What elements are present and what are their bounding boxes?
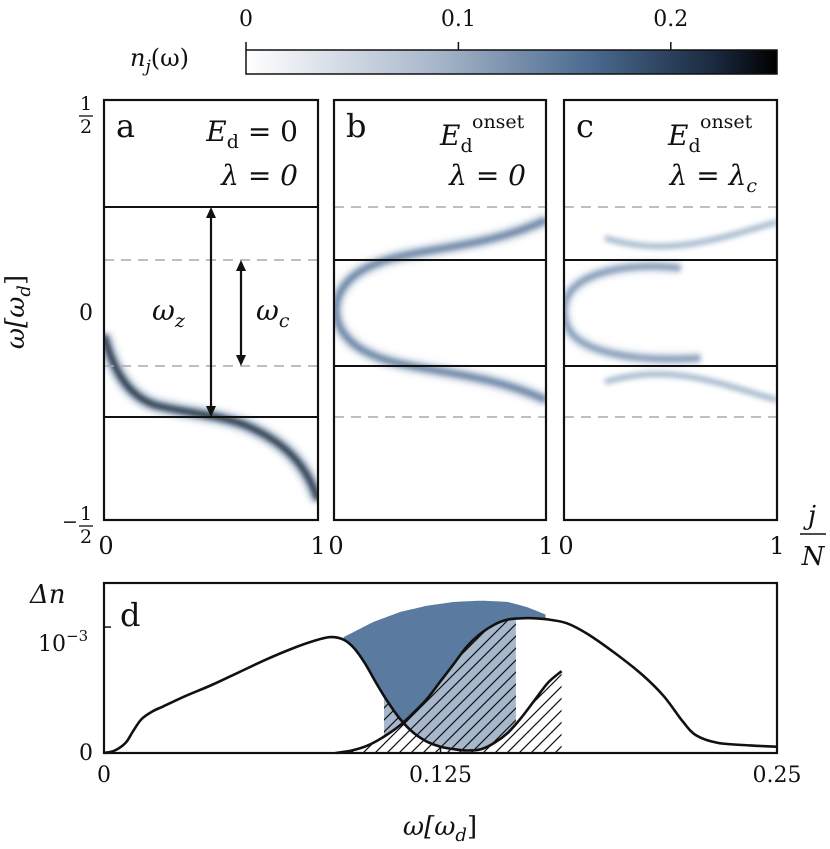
panel-d-xtick-label-1: 0.125 <box>409 763 472 788</box>
ytick-zero: 0 <box>79 301 93 326</box>
omega-z-label: ωz <box>152 294 186 332</box>
panel-d-series-1 <box>103 635 563 755</box>
panel-b-xtick-0: 0 <box>328 532 343 560</box>
panel-a-xtick-1: 1 <box>310 532 325 560</box>
omega-c-arrow <box>236 260 246 366</box>
panel-d-blue-fill <box>343 600 546 722</box>
panel-d-letter: d <box>120 596 140 634</box>
panel-d: d Δn 10−3 0 0 0.125 0.25 ω[ωd] <box>29 580 801 846</box>
panel-a-frame <box>102 98 320 522</box>
top-y-axis-label: ω[ωd] <box>1 275 35 349</box>
panel-c-letter: c <box>576 107 594 145</box>
panel-a-band <box>104 334 318 501</box>
top-x-axis-label-num: j <box>803 501 816 531</box>
panel-d-xtick-label-2: 0.25 <box>753 763 802 788</box>
ytick-neghalf-num: 1 <box>80 503 92 525</box>
panel-d-ytick-1e-3: 10−3 <box>38 627 88 657</box>
panel-c-frame <box>562 98 779 522</box>
omega-z-arrow <box>206 207 216 417</box>
panel-b-frame <box>332 98 548 522</box>
panel-a-letter: a <box>116 107 135 145</box>
ytick-neg-sign: − <box>62 511 78 533</box>
panel-d-series-2 <box>335 616 778 755</box>
panel-c-param1: Ed <box>667 119 701 157</box>
panel-a-xtick-0: 0 <box>98 532 113 560</box>
panel-d-y-label: Δn <box>29 580 66 610</box>
panel-a: ωz ωc a Ed = 0 λ = 0 <box>102 98 320 522</box>
colorbar-label-arg: (ω) <box>151 44 189 72</box>
panel-d-xticks: 0 0.125 0.25 <box>97 626 802 788</box>
ytick-half-num: 1 <box>80 93 92 115</box>
panel-b-letter: b <box>346 107 366 145</box>
colorbar-ticks: 0 0.1 0.2 <box>239 7 688 50</box>
panel-d-x-label: ω[ωd] <box>403 812 477 846</box>
panel-c-lower-band <box>604 371 777 403</box>
panel-d-ytick-0: 0 <box>79 741 93 766</box>
omega-c-label: ωc <box>256 294 290 332</box>
colorbar-label-main: n <box>130 44 145 72</box>
panel-b-xtick-1: 1 <box>538 532 553 560</box>
panel-b-param2: λ = 0 <box>448 159 526 192</box>
top-x-axis-label-den: N <box>801 542 826 572</box>
top-y-axis: 1 2 0 − 1 2 ω[ωd] <box>1 93 93 548</box>
panel-b: b Ed onset λ = 0 <box>332 98 548 522</box>
panel-b-param1-sup: onset <box>472 111 525 133</box>
panel-d-xtick-label-0: 0 <box>97 763 111 788</box>
panel-a-param2: λ = 0 <box>220 159 298 192</box>
colorbar-label: nj(ω) <box>130 44 189 77</box>
panel-b-glow <box>334 213 546 407</box>
panel-c: c Ed onset λ = λc <box>562 98 779 522</box>
panel-c-xtick-1: 1 <box>769 532 784 560</box>
colorbar-tick-label-1: 0.1 <box>441 7 476 32</box>
colorbar-label-sub: j <box>141 57 151 77</box>
panel-d-lens-hatch <box>384 618 516 751</box>
panel-b-param1: Ed <box>439 119 473 157</box>
panel-a-param1: Ed = 0 <box>205 115 298 153</box>
ytick-neghalf-den: 2 <box>80 526 92 548</box>
panel-c-xtick-0: 0 <box>558 532 573 560</box>
top-x-axis: 0 1 0 1 0 1 j N <box>98 501 826 572</box>
ytick-half-den: 2 <box>80 116 92 138</box>
panel-c-param1-sup: onset <box>700 111 753 133</box>
panel-c-upper-band <box>604 219 777 249</box>
colorbar-gradient <box>245 49 778 75</box>
panel-d-plot <box>103 600 778 755</box>
colorbar: nj(ω) 0 0.1 0.2 <box>130 7 778 77</box>
colorbar-tick-label-2: 0.2 <box>653 7 688 32</box>
colorbar-tick-label-0: 0 <box>239 7 253 32</box>
panel-c-param2: λ = λc <box>669 159 758 197</box>
